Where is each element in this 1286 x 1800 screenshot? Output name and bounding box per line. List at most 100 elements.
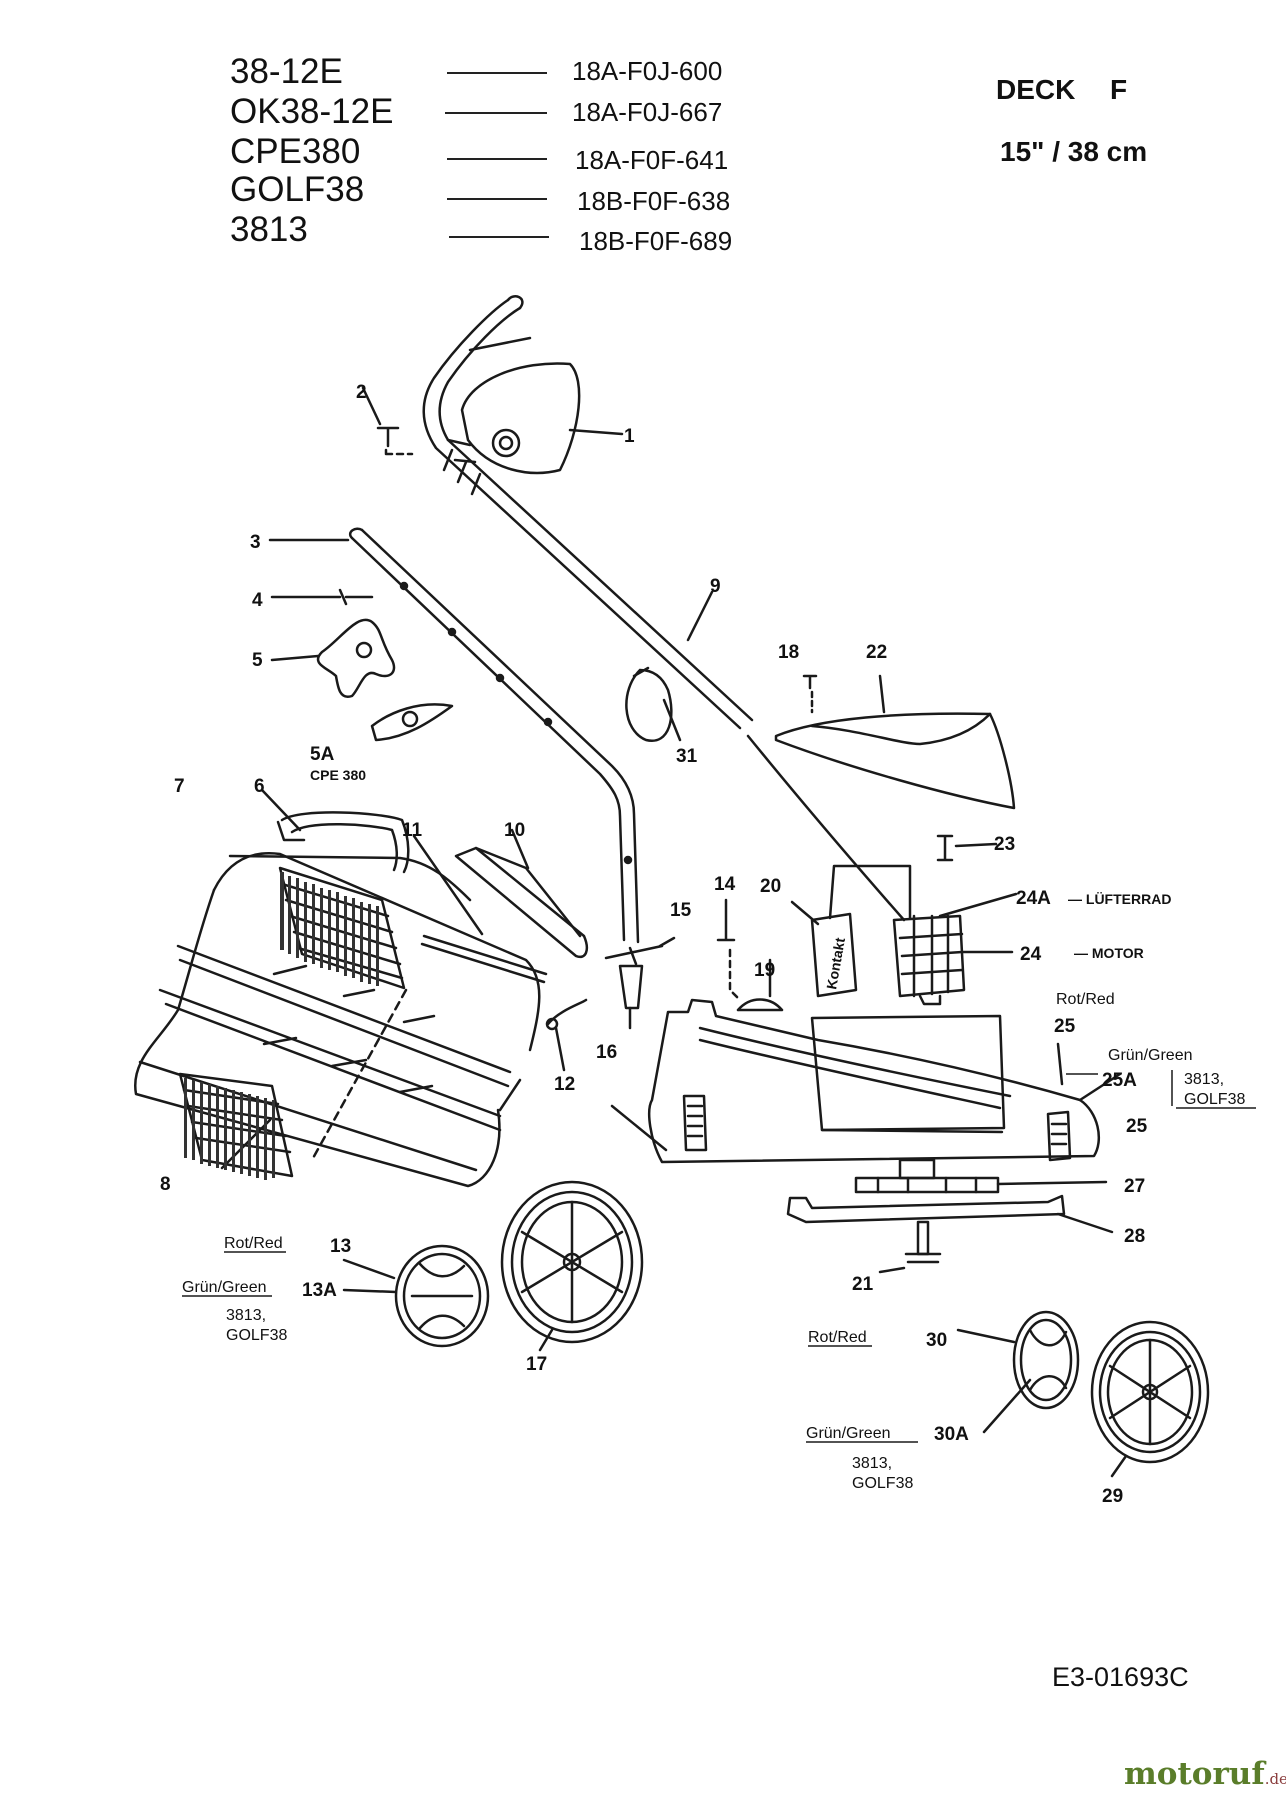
fan-wheel-part bbox=[854, 1158, 1108, 1194]
screw-part bbox=[802, 674, 818, 714]
switch-box-print: Kontakt bbox=[823, 936, 848, 990]
red-hubcap-label: Rot/Red bbox=[808, 1329, 867, 1346]
green-hubcap-label: Grün/Green bbox=[806, 1425, 890, 1442]
drawing-reference: E3-01693C bbox=[1052, 1662, 1189, 1692]
part-label: 30 bbox=[926, 1330, 947, 1351]
model-connector-line bbox=[449, 236, 549, 238]
part-label: 12 bbox=[554, 1074, 575, 1095]
cable-clip-part bbox=[625, 666, 682, 743]
part-label: 23 bbox=[994, 834, 1015, 855]
model-connector-line bbox=[445, 112, 547, 114]
part-label: 20 bbox=[760, 876, 781, 897]
deck-letter: F bbox=[1110, 74, 1128, 105]
upper-handle-part bbox=[422, 295, 754, 730]
model-connector-line bbox=[447, 158, 547, 160]
front-hubcap-part bbox=[342, 1244, 490, 1348]
bolt-part bbox=[270, 588, 374, 606]
blade-bolt-part bbox=[878, 1220, 942, 1274]
part-label: 17 bbox=[526, 1354, 547, 1375]
part-label: 10 bbox=[504, 820, 525, 841]
part-label: 2 bbox=[356, 382, 367, 403]
luefterrad-label: — LÜFTERRAD bbox=[1068, 891, 1171, 907]
green-hubcap-label: Grün/Green bbox=[182, 1279, 266, 1296]
model-name: GOLF38 bbox=[230, 170, 365, 209]
part-label: 15 bbox=[670, 900, 692, 921]
annotation-labels: — LÜFTERRAD — MOTOR Rot/Red Grün/Green 3… bbox=[182, 891, 1245, 1492]
screw-clip-part bbox=[361, 386, 414, 456]
cable-hook-part bbox=[604, 936, 676, 1030]
mower-deck-part bbox=[648, 998, 1122, 1164]
part-number-labels: 1 2 3 4 5 5A CPE 380 6 7 8 9 10 11 12 13… bbox=[160, 382, 1148, 1507]
part-label: 27 bbox=[1124, 1176, 1145, 1197]
variant-label: 3813, bbox=[1184, 1071, 1224, 1088]
part-label: 25 bbox=[1054, 1016, 1076, 1037]
model-code: 18B-F0F-689 bbox=[579, 226, 733, 256]
screw-part bbox=[936, 834, 998, 862]
model-name: 38-12E bbox=[230, 52, 343, 91]
model-name: 3813 bbox=[230, 210, 308, 249]
wing-nut-part bbox=[370, 703, 454, 742]
part-note: CPE 380 bbox=[310, 767, 366, 783]
leader-line bbox=[568, 428, 624, 436]
variant-label: 3813, bbox=[852, 1455, 892, 1472]
variant-label: GOLF38 bbox=[852, 1475, 913, 1492]
variant-label: GOLF38 bbox=[226, 1327, 287, 1344]
part-label: 5 bbox=[252, 650, 263, 671]
model-connector-line bbox=[447, 198, 547, 200]
model-code: 18B-F0F-638 bbox=[577, 186, 731, 216]
cable-clamp-part bbox=[736, 958, 784, 1012]
cutting-blade-part bbox=[786, 1194, 1114, 1234]
part-label: 5A bbox=[310, 744, 335, 765]
rear-hubcap-part bbox=[956, 1310, 1080, 1434]
carry-handle-part bbox=[260, 788, 410, 874]
motor-label: — MOTOR bbox=[1074, 945, 1144, 961]
brand-name: motoruf bbox=[1124, 1756, 1265, 1792]
hatching bbox=[184, 872, 379, 1180]
part-label: 16 bbox=[596, 1042, 617, 1063]
model-connector-line bbox=[447, 72, 547, 74]
screw-part bbox=[716, 898, 742, 1002]
part-label: 13A bbox=[302, 1280, 337, 1301]
rear-wheel-part bbox=[1090, 1320, 1210, 1478]
deck-label: DECK bbox=[996, 74, 1076, 105]
rear-flap-part bbox=[774, 674, 1016, 810]
brand-tld: .de bbox=[1264, 1770, 1286, 1788]
switch-box-part bbox=[790, 864, 912, 998]
lower-handle-part bbox=[268, 527, 640, 944]
part-label: 4 bbox=[252, 590, 263, 611]
hinge-rod-part bbox=[412, 834, 548, 984]
brand-watermark: motoruf.de bbox=[1124, 1756, 1286, 1792]
model-code: 18A-F0J-667 bbox=[572, 97, 723, 127]
grass-collector-part bbox=[133, 852, 541, 1188]
variant-label: GOLF38 bbox=[1184, 1091, 1245, 1108]
deck-size: 15" / 38 cm bbox=[1000, 136, 1148, 167]
part-label: 13 bbox=[330, 1236, 351, 1257]
part-label: 11 bbox=[402, 820, 423, 841]
part-label: 19 bbox=[754, 960, 775, 981]
part-label: 8 bbox=[160, 1174, 171, 1195]
part-label: 1 bbox=[624, 426, 635, 447]
part-label: 22 bbox=[866, 642, 887, 663]
model-name: CPE380 bbox=[230, 132, 361, 171]
model-code: 18A-F0F-641 bbox=[575, 145, 729, 175]
leader-line bbox=[220, 1118, 272, 1170]
leader-line bbox=[610, 1104, 668, 1152]
part-label: 25 bbox=[1126, 1116, 1148, 1137]
front-wheel-part bbox=[500, 1180, 644, 1352]
part-label: 25A bbox=[1102, 1070, 1137, 1091]
part-label: 29 bbox=[1102, 1486, 1123, 1507]
part-label: 9 bbox=[710, 576, 721, 597]
leader-line bbox=[686, 590, 714, 642]
spring-part bbox=[545, 998, 588, 1072]
part-label: 24 bbox=[1020, 944, 1042, 965]
annotation-underlines bbox=[182, 1070, 1256, 1443]
motor-part bbox=[892, 892, 1018, 1006]
part-label: 3 bbox=[250, 532, 261, 553]
red-hubcap-label: Rot/Red bbox=[224, 1235, 283, 1252]
power-cord-part bbox=[746, 734, 906, 922]
part-label: 14 bbox=[714, 874, 736, 895]
part-label: 30A bbox=[934, 1424, 969, 1445]
variant-label: 3813, bbox=[226, 1307, 266, 1324]
